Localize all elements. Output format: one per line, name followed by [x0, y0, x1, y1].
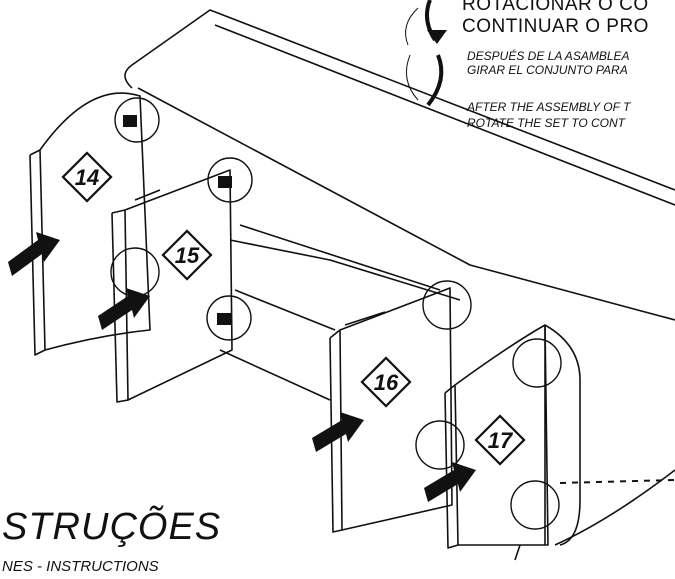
- step-diamond: [161, 229, 213, 281]
- cabinet-shelf: [219, 224, 461, 401]
- cabinet-top: [124, 9, 675, 321]
- hinge-icon: [218, 176, 232, 188]
- door-14: [39, 92, 151, 351]
- step-number-15: 15: [175, 243, 200, 268]
- push-arrow-icon: [98, 288, 150, 330]
- door-16: [339, 287, 453, 531]
- rotation-note-pt-line1: ROTACIONAR O CO: [462, 0, 649, 15]
- door-17: [454, 324, 549, 546]
- hinge-icon: [123, 115, 137, 127]
- step-diamond: [474, 414, 526, 466]
- hinge-circle: [206, 295, 252, 341]
- rotation-note-en-line2: ROTATE THE SET TO CONT: [467, 116, 626, 130]
- hinge-circle: [207, 157, 253, 203]
- hinge-circle: [512, 338, 562, 388]
- rotation-note-es-line2: GIRAR EL CONJUNTO PARA: [467, 63, 628, 77]
- push-arrow-icon: [424, 462, 476, 502]
- hinge-circle: [110, 247, 160, 297]
- cabinet-base: [514, 469, 675, 561]
- push-arrow-icon: [312, 412, 364, 452]
- hinge-circle: [415, 420, 465, 470]
- step-diamond: [61, 151, 113, 203]
- footer-subtitle: NES - INSTRUCTIONS: [2, 558, 159, 575]
- rotation-note-es-line1: DESPUÉS DE LA ASAMBLEA: [467, 49, 630, 63]
- step-number-14: 14: [75, 165, 99, 190]
- step-number-16: 16: [374, 370, 399, 395]
- hinge-icon: [217, 313, 231, 325]
- door-15: [124, 169, 233, 401]
- hinge-circle: [510, 480, 560, 530]
- step-number-17: 17: [488, 428, 514, 453]
- footer-title: STRUÇÕES: [2, 506, 222, 548]
- hinge-circle: [114, 97, 160, 143]
- rotation-note-pt-line2: CONTINUAR O PRO: [462, 16, 649, 37]
- cabinet-back-edge: [214, 24, 675, 206]
- cabinet-side-panel: [544, 324, 581, 546]
- push-arrow-icon: [8, 232, 60, 276]
- rotation-note-en-line1: AFTER THE ASSEMBLY OF T: [467, 100, 631, 114]
- step-diamond: [360, 356, 412, 408]
- rotate-icon: [405, 0, 447, 107]
- hinge-circle: [422, 280, 472, 330]
